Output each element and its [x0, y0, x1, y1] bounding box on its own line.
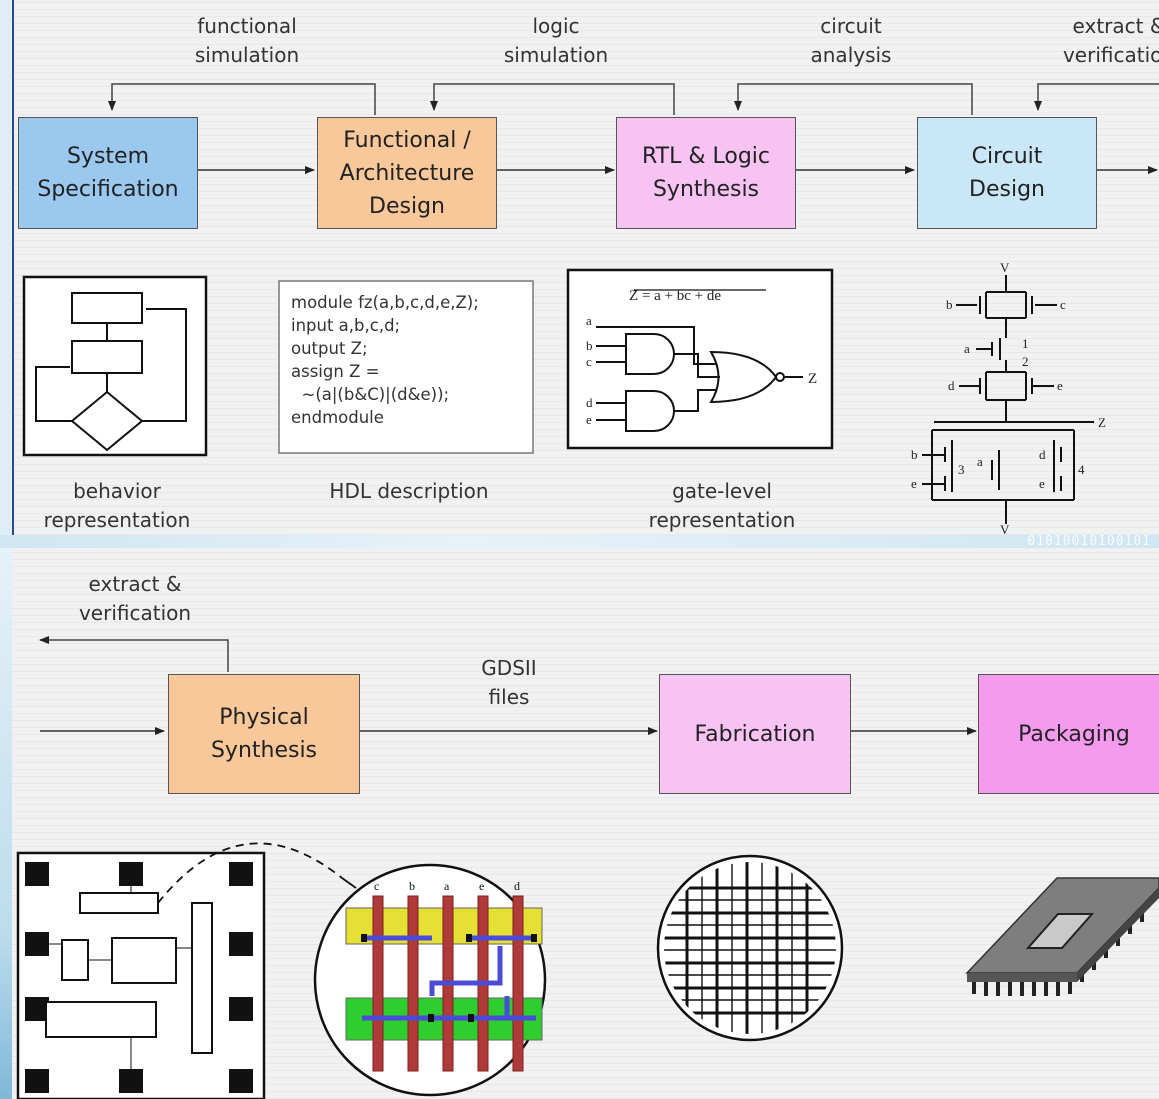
vdd-label: V: [1000, 260, 1010, 275]
input-label: e: [911, 476, 917, 491]
packaging-box: Packaging: [978, 674, 1159, 794]
gdsii-files-label: GDSII files: [481, 656, 537, 709]
input-label: a: [964, 341, 970, 356]
node-label: 3: [958, 462, 965, 477]
physical-synthesis-box: Physical Synthesis: [168, 674, 360, 794]
layout-column-label: e: [479, 879, 484, 893]
functional-simulation-label: functional simulation: [194, 14, 300, 67]
rtl-logic-synthesis-box: RTL & Logic Synthesis: [616, 117, 796, 229]
left-edge-decoration: [0, 548, 12, 1099]
gate-schematic: [566, 268, 834, 450]
layout-column-label: d: [514, 879, 520, 893]
input-label: e: [1057, 378, 1063, 393]
input-label: b: [946, 297, 953, 312]
extract-verification-bottom-label: extract & verification: [78, 572, 192, 625]
transistor-schematic: [922, 275, 1094, 524]
gate-input-label: e: [586, 412, 592, 427]
gate-input-label: c: [586, 354, 592, 369]
feedback-extract-bottom: [39, 636, 229, 672]
layout-column-label: c: [374, 879, 379, 893]
gate-caption: gate-level representation: [648, 479, 796, 532]
wafer-drawing: [656, 854, 844, 1042]
input-label: d: [1039, 447, 1046, 462]
input-label: d: [948, 378, 955, 393]
layout-column-labels: c b a e d: [374, 879, 520, 893]
architecture-design-box: Functional / Architecture Design: [317, 117, 497, 229]
package-drawing: [965, 877, 1159, 996]
node-label: 2: [1022, 354, 1029, 369]
circuit-analysis-label: circuit analysis: [810, 14, 892, 67]
feedback-extract: [1034, 83, 1159, 111]
bottom-flow-panel: c b a e d: [12, 548, 1159, 1099]
node-label: 1: [1022, 336, 1029, 351]
system-specification-box: System Specification: [18, 117, 198, 229]
gate-labels: Z = a + bc + de a b c d e Z: [586, 288, 817, 427]
cell-layout-drawing: [313, 863, 547, 1097]
top-connectors: V b c a d e b e a d e 1 2 3 4 Z V Z = a …: [22, 83, 1159, 535]
input-label: e: [1039, 476, 1045, 491]
behavior-caption: behavior representation: [43, 479, 191, 532]
top-flow-panel: V b c a d e b e a d e 1 2 3 4 Z V Z = a …: [12, 0, 1159, 535]
separator-band: 01010010100101: [0, 534, 1159, 549]
gate-input-label: a: [586, 313, 592, 328]
node-label: 4: [1078, 462, 1085, 477]
hdl-caption: HDL description: [329, 479, 489, 503]
extract-verification-label: extract & verification: [1062, 14, 1159, 67]
feedback-logic-sim: [430, 83, 675, 115]
input-label: a: [977, 454, 983, 469]
behavior-flowchart: [22, 275, 208, 457]
hdl-code: module fz(a,b,c,d,e,Z); input a,b,c,d; o…: [291, 293, 479, 427]
output-label: Z: [1098, 415, 1106, 430]
fabrication-box: Fabrication: [659, 674, 851, 794]
gate-equation: Z = a + bc + de: [629, 288, 721, 304]
hdl-code-box: [278, 280, 534, 454]
floorplan-drawing: [16, 842, 357, 1099]
gate-input-label: b: [586, 338, 593, 353]
layout-column-label: a: [444, 879, 450, 893]
transistor-labels: V b c a d e b e a d e 1 2 3 4 Z V: [911, 260, 1106, 535]
logic-simulation-label: logic simulation: [503, 14, 609, 67]
input-label: c: [1060, 297, 1066, 312]
gate-input-label: d: [586, 395, 593, 410]
gate-output-label: Z: [808, 371, 817, 387]
feedback-functional-sim: [108, 83, 376, 115]
vss-label: V: [1000, 522, 1010, 535]
circuit-design-box: Circuit Design: [917, 117, 1097, 229]
input-label: b: [911, 447, 918, 462]
layout-column-label: b: [409, 879, 415, 893]
feedback-circuit-analysis: [734, 83, 973, 115]
bottom-connectors: c b a e d: [16, 636, 1159, 1099]
band-digits: 01010010100101: [1027, 534, 1151, 549]
